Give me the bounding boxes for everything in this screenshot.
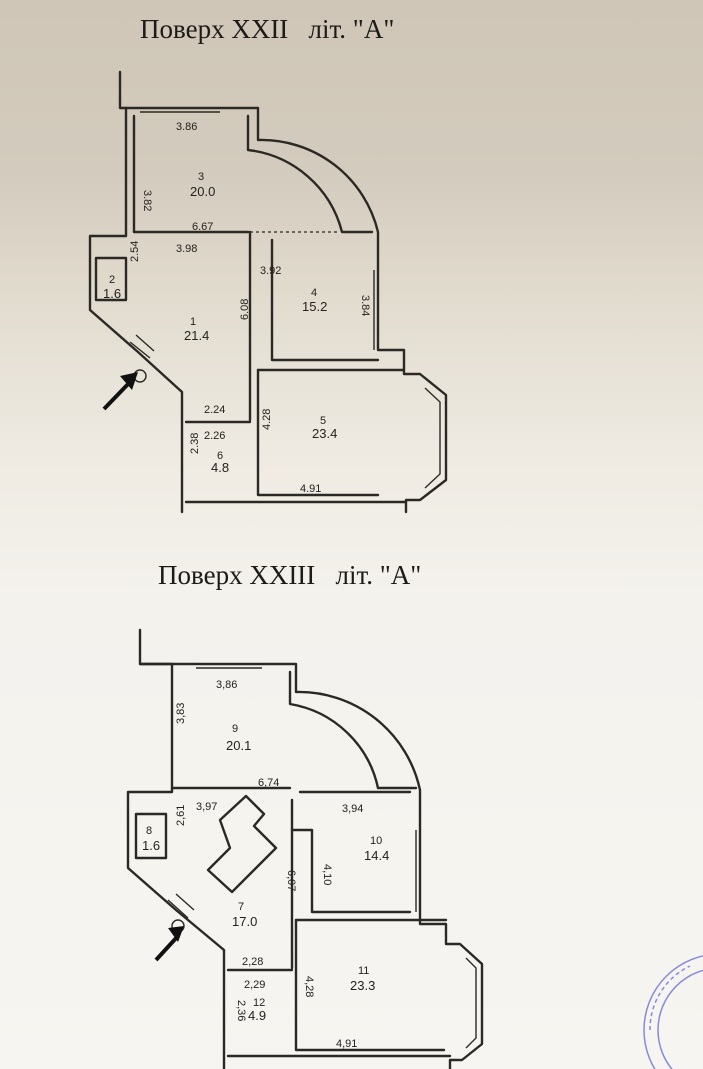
door-mark <box>129 334 155 359</box>
dimension-label: 2,61 <box>175 805 187 826</box>
dimension-label: 2.38 <box>189 433 201 454</box>
room-number: 6 <box>217 450 223 462</box>
wall-partition <box>290 828 412 914</box>
window-line <box>196 663 262 669</box>
wall-outline <box>118 70 448 514</box>
entrance-arrow-icon <box>120 372 138 390</box>
dimension-label: 2,28 <box>242 956 263 968</box>
dimension-label: 2.24 <box>204 404 225 416</box>
dimension-label: 3,97 <box>196 801 217 813</box>
entrance-arrow-icon <box>154 934 180 962</box>
wall-curve-line <box>257 139 379 233</box>
staircase <box>206 794 278 894</box>
dimension-label: 6.67 <box>192 221 213 233</box>
room-number: 7 <box>238 901 244 913</box>
room-number: 8 <box>146 825 152 837</box>
dimension-label: 2.54 <box>129 241 141 262</box>
dimension-label: 2,36 <box>235 1000 247 1021</box>
dimension-label: 3.82 <box>141 190 153 211</box>
room-area: 14.4 <box>364 848 389 863</box>
dimension-label: 4.28 <box>261 409 273 430</box>
bay-window <box>465 957 477 1049</box>
dimension-label: 3.86 <box>176 121 197 133</box>
room-area: 4.8 <box>211 460 229 475</box>
dimension-label: 4.91 <box>300 483 321 495</box>
door-mark <box>167 893 195 919</box>
room-number: 3 <box>198 171 204 183</box>
floor-title-xxiii: Поверх XXIII літ. "А" <box>158 560 422 590</box>
bay-window <box>424 387 441 489</box>
room-number: 11 <box>358 965 369 977</box>
stamp-seal-icon <box>643 955 703 1069</box>
room-number: 10 <box>370 835 382 847</box>
wall-inner <box>246 114 374 234</box>
floor-plan-xxii: 3.86 3.82 6.67 3.98 2.54 3.92 3.84 6.08 … <box>88 70 448 514</box>
dimension-label: 2,29 <box>244 979 265 991</box>
room-area: 20.0 <box>190 184 215 199</box>
wall-outline <box>126 662 226 1069</box>
room-number: 4 <box>311 287 317 299</box>
room-number: 2 <box>109 274 115 286</box>
room-area: 1.6 <box>142 838 160 853</box>
wall-curve-line <box>295 691 421 791</box>
room-area: 15.2 <box>302 299 327 314</box>
dimension-label: 4,10 <box>321 864 333 885</box>
dimension-label: 3.84 <box>359 295 371 316</box>
room-number: 1 <box>190 316 196 328</box>
room-area: 4.9 <box>248 1008 266 1023</box>
dimension-label: 6.08 <box>239 299 251 320</box>
dimension-label: 3,83 <box>175 703 187 724</box>
floor-plan-xxiii: 3,86 3,83 6,74 3,97 2,61 3,94 4,10 6,07 … <box>126 628 484 1069</box>
dimension-label: 3.92 <box>260 265 281 277</box>
room-number: 5 <box>320 415 326 427</box>
entrance-arrow-icon <box>168 926 184 942</box>
wall-closet <box>134 812 168 860</box>
wall-inner <box>288 670 418 790</box>
dimension-label: 3.98 <box>176 243 197 255</box>
dimension-label: 2.26 <box>204 430 225 442</box>
room-area: 23.3 <box>350 978 375 993</box>
wall-partition <box>256 368 380 497</box>
window-line <box>140 107 220 113</box>
room-area: 21.4 <box>184 328 209 343</box>
wall-outline <box>88 106 184 514</box>
floor-title-xxii: Поверх XXII літ. "А" <box>140 14 395 44</box>
room-area: 17.0 <box>232 914 257 929</box>
room-area: 1.6 <box>103 286 121 301</box>
room-area: 20.1 <box>226 738 251 753</box>
room-area: 23.4 <box>312 426 337 441</box>
room-number: 12 <box>253 997 265 1009</box>
wall-closet <box>94 256 128 302</box>
dimension-label: 4,28 <box>303 976 315 997</box>
dimension-label: 3,86 <box>216 679 237 691</box>
dimension-label: 6,07 <box>285 870 297 891</box>
wall-partition <box>294 918 446 1052</box>
dimension-label: 4,91 <box>336 1038 357 1050</box>
dimension-label: 6,74 <box>258 777 279 789</box>
room-number: 9 <box>232 723 238 735</box>
entrance-arrow-icon <box>102 380 132 411</box>
dimension-label: 3,94 <box>342 803 363 815</box>
wall-partition <box>270 238 380 362</box>
